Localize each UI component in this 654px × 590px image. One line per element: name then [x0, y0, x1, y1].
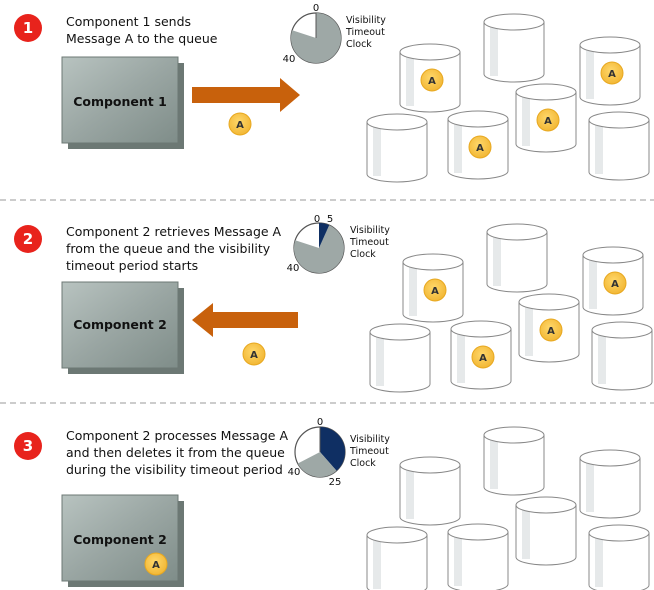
message-label: A	[476, 143, 484, 154]
visibility-timeout-clock: 0 40	[283, 3, 342, 65]
message-icon	[228, 112, 252, 136]
step-caption-line: Component 2 retrieves Message A	[66, 224, 282, 239]
message-label: A	[611, 279, 619, 290]
step-3: 3 Component 2 processes Message A and th…	[14, 417, 650, 590]
step-2: 2 Component 2 retrieves Message A from t…	[14, 214, 653, 393]
queue-cylinder: A	[450, 320, 512, 390]
message-label: A	[544, 116, 552, 127]
message-label: A	[236, 120, 244, 131]
component-box: Component 1	[61, 56, 184, 149]
visibility-timeout-clock: 0 40 25	[288, 417, 346, 488]
step-badge	[14, 432, 42, 460]
message-icon	[468, 135, 492, 159]
clock-elapsed-wedge	[319, 223, 330, 248]
queue-cylinder: A	[518, 293, 580, 363]
clock-label-left: 40	[287, 263, 300, 274]
step-caption-line: timeout period starts	[66, 258, 198, 273]
clock-label-top: 0	[313, 3, 319, 14]
clock-title-line: Timeout	[349, 446, 389, 457]
step-badge	[14, 14, 42, 42]
visibility-timeout-clock: 0 5 40	[287, 214, 345, 274]
message-icon	[539, 318, 563, 342]
component-label: Component 1	[73, 94, 167, 109]
clock-label-top: 0	[317, 417, 323, 428]
message-icon	[242, 342, 266, 366]
message-icon	[603, 271, 627, 295]
queue	[366, 426, 650, 590]
clock-label-right: 5	[327, 214, 333, 225]
step-caption-line: and then deletes it from the queue	[66, 445, 285, 460]
step-caption-line: Component 2 processes Message A	[66, 428, 288, 443]
clock-label-top: 0	[314, 214, 320, 225]
queue-cylinder	[366, 113, 428, 183]
component-box: Component 2	[61, 281, 184, 374]
message-icon	[600, 61, 624, 85]
step-number: 3	[23, 437, 33, 455]
step-number: 2	[23, 230, 33, 248]
component-label: Component 2	[73, 532, 167, 547]
queue-cylinder	[369, 323, 431, 393]
message-label: A	[431, 286, 439, 297]
queue-cylinder	[579, 449, 641, 519]
queue-cylinder: A	[399, 43, 461, 113]
queue-cylinder	[588, 111, 650, 181]
clock-title-line: Visibility	[346, 15, 386, 26]
queue-cylinder: A	[402, 253, 464, 323]
component-box: Component 2 A	[61, 494, 184, 587]
message-label: A	[250, 350, 258, 361]
step-caption-line: Message A to the queue	[66, 31, 218, 46]
step-number: 1	[23, 19, 33, 37]
step-badge	[14, 225, 42, 253]
queue-cylinder: A	[579, 36, 641, 106]
queue-cylinder: A	[447, 110, 509, 180]
message-icon	[423, 278, 447, 302]
clock-title-line: Clock	[346, 39, 372, 50]
step-1: 1 Component 1 sends Message A to the que…	[14, 3, 650, 183]
queue-cylinder	[483, 426, 545, 496]
queue-cylinder	[366, 526, 428, 590]
component-label: Component 2	[73, 317, 167, 332]
clock-label-left: 40	[288, 467, 301, 478]
message-icon	[420, 68, 444, 92]
clock-title-line: Visibility	[350, 434, 390, 445]
clock-label-left: 40	[283, 54, 296, 65]
message-label: A	[547, 326, 555, 337]
clock-label-bottom: 25	[329, 477, 342, 488]
clock-title-line: Clock	[350, 458, 376, 469]
message-label: A	[152, 560, 160, 571]
arrow-right-icon	[192, 78, 300, 112]
queue-cylinder	[447, 523, 509, 590]
clock-title-line: Timeout	[349, 237, 389, 248]
clock-title-line: Clock	[350, 249, 376, 260]
clock-title-line: Visibility	[350, 225, 390, 236]
queue-cylinder	[591, 321, 653, 391]
queue-cylinder: A	[582, 246, 644, 316]
queue: A A A A	[366, 13, 650, 183]
step-caption-line: Component 1 sends	[66, 14, 191, 29]
message-label: A	[608, 69, 616, 80]
message-icon	[536, 108, 560, 132]
queue-cylinder	[515, 496, 577, 566]
queue-cylinder	[588, 524, 650, 590]
message-icon	[144, 552, 168, 576]
queue-cylinder	[486, 223, 548, 293]
step-caption-line: from the queue and the visibility	[66, 241, 271, 256]
step-caption-line: during the visibility timeout period	[66, 462, 283, 477]
queue-cylinder	[483, 13, 545, 83]
message-icon	[471, 345, 495, 369]
message-label: A	[428, 76, 436, 87]
queue-cylinder: A	[515, 83, 577, 153]
arrow-left-icon	[192, 303, 298, 337]
queue: A A A A	[369, 223, 653, 393]
clock-title-line: Timeout	[345, 27, 385, 38]
message-label: A	[479, 353, 487, 364]
queue-cylinder	[399, 456, 461, 526]
